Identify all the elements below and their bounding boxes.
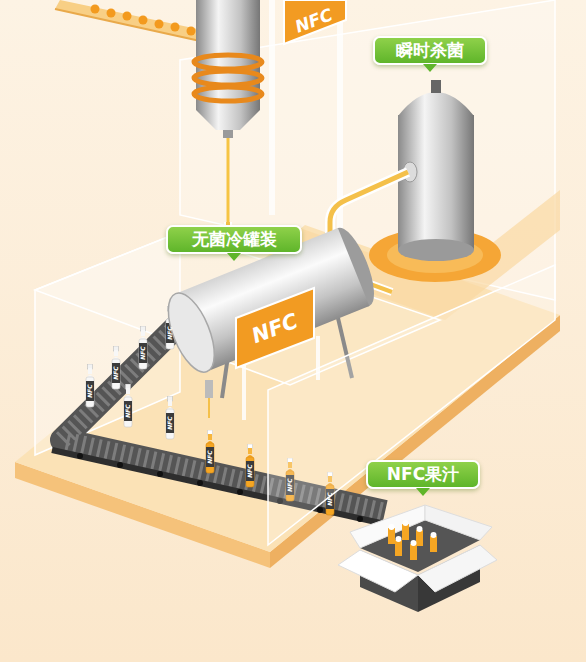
- juice-box-part: [417, 526, 423, 532]
- juice-box-part: [402, 524, 409, 540]
- juicer-machine-part: [194, 71, 262, 85]
- sterilizer-tank-part: [398, 239, 474, 261]
- top-banner: [284, 0, 346, 44]
- bottles-part: [124, 384, 132, 427]
- bottle-label: NFC: [167, 416, 173, 430]
- juice-box-part: [431, 532, 437, 538]
- bottles: [86, 306, 174, 439]
- juice-box-part: [410, 544, 417, 560]
- floor-slab-part: [15, 225, 560, 552]
- sterilizer-tank-part: [398, 92, 474, 116]
- juice-box-part: [388, 528, 395, 544]
- filling-tank-part-part: [159, 287, 224, 378]
- top-banner-part: [284, 0, 346, 44]
- conveyor-belt-part: [117, 462, 123, 468]
- bottles-part: [86, 364, 94, 407]
- callout-tag: 无菌冷罐装: [166, 225, 302, 254]
- juice-box-part: [416, 530, 423, 546]
- orange-conveyor-part: [107, 9, 116, 18]
- juicer-machine: [194, 0, 262, 222]
- orange-conveyor-part: [187, 27, 196, 36]
- floor-slab: [15, 190, 560, 568]
- bottle-label: NFC: [207, 450, 213, 464]
- front-glass: [268, 265, 555, 545]
- bottle-label: NFC: [113, 366, 119, 380]
- orange-conveyor-part: [171, 23, 180, 32]
- juice-bottles-part: [206, 430, 214, 473]
- bottle-label: NFC: [125, 404, 131, 418]
- juicer-machine-part: [194, 55, 262, 69]
- bottle-label: NFC: [167, 326, 173, 340]
- juice-box-part: [396, 536, 402, 542]
- filling-tank-part: [236, 288, 314, 368]
- front-glass-part: [268, 265, 555, 545]
- upper-glass-box-part: [269, 0, 275, 215]
- bottle-label: NFC: [87, 384, 93, 398]
- juice-bottles-part: [246, 444, 254, 487]
- juice-box-part: [425, 505, 492, 540]
- juice-box-part: [403, 520, 409, 526]
- juice-box-part: [430, 536, 437, 552]
- juicer-machine-part: [227, 138, 230, 222]
- juice-box-part: [350, 505, 425, 548]
- conveyor-belt-part: [157, 471, 163, 477]
- juicer-machine-part: [196, 110, 260, 130]
- tag-text: NFC果汁: [387, 463, 459, 486]
- juice-box-part: [338, 550, 418, 592]
- bottles-part: [139, 326, 147, 369]
- conveyor-belt-part: [197, 480, 203, 486]
- bottle-label: NFC: [327, 492, 333, 506]
- bottles-part: [166, 396, 174, 439]
- juice-box-part: [395, 540, 402, 556]
- callout-tag: NFC果汁: [366, 460, 480, 489]
- filling-tank-part: [208, 398, 210, 418]
- juice-box-part: [389, 524, 395, 530]
- tag-text: 瞬时杀菌: [396, 39, 464, 62]
- filling-tank-part: [205, 380, 213, 398]
- juice-box-part: [418, 545, 497, 592]
- orange-conveyor-part: [139, 16, 148, 25]
- sterilizer-tank-part: [398, 115, 474, 250]
- juice-box-part: [411, 540, 417, 546]
- conveyor-belt-part: [77, 453, 83, 459]
- bottle-label: NFC: [140, 346, 146, 360]
- callout-tag: 瞬时杀菌: [373, 36, 487, 65]
- juice-box: [338, 505, 497, 612]
- filling-tank-part: [242, 365, 246, 420]
- bottle-label: NFC: [247, 464, 253, 478]
- conveyor-belt-part: [317, 507, 323, 513]
- bottles-part: [112, 346, 120, 389]
- juicer-machine-part: [194, 87, 262, 101]
- orange-conveyor-part: [155, 20, 164, 29]
- bottle-label: NFC: [287, 478, 293, 492]
- orange-conveyor-part: [123, 12, 132, 21]
- tag-text: 无菌冷罐装: [192, 228, 277, 251]
- orange-conveyor-part: [91, 5, 100, 14]
- conveyor-belt-part: [237, 489, 243, 495]
- conveyor-belt-part: [357, 516, 363, 522]
- sterilizer-tank-part: [431, 80, 441, 93]
- juicer-machine-part: [223, 130, 233, 138]
